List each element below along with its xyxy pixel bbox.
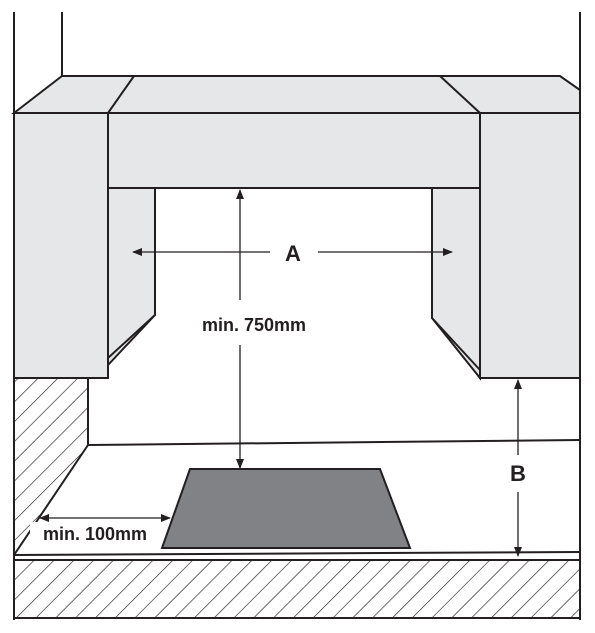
- worktop-edge: [13, 559, 581, 619]
- label-min-100: min. 100mm: [43, 524, 147, 544]
- label-min-100-bg: [30, 522, 160, 544]
- label-b: B: [510, 461, 526, 486]
- label-min-750: min. 750mm: [202, 315, 306, 335]
- label-a: A: [285, 241, 301, 266]
- upper-cabinets: [11, 75, 581, 381]
- cooktop: [160, 468, 412, 549]
